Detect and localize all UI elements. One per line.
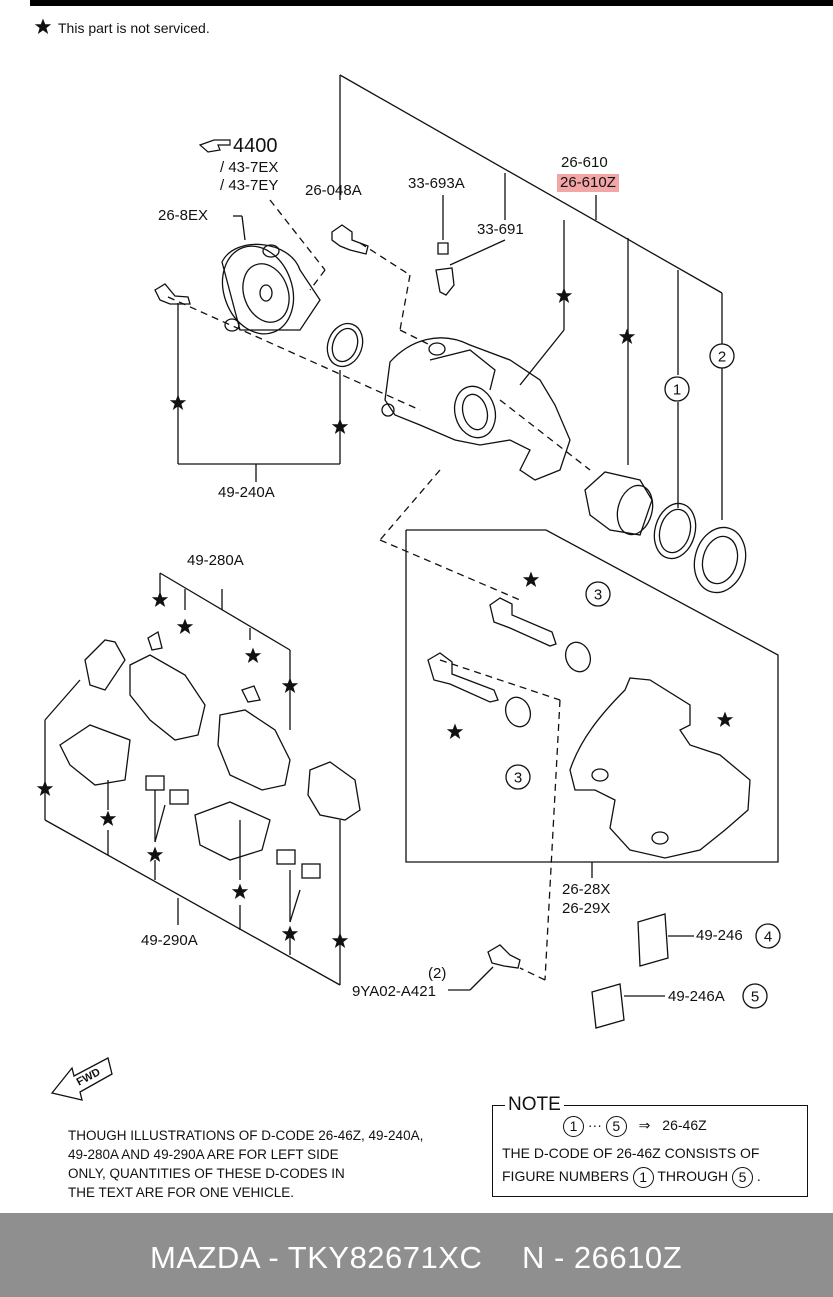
- pointing-hand-icon: [198, 139, 231, 153]
- not-serviced-note: This part is not serviced.: [58, 20, 210, 36]
- label-33-691[interactable]: 33-691: [477, 221, 524, 238]
- footer-oem-number: N - 26610Z: [522, 1240, 683, 1275]
- note-line-3: FIGURE NUMBERS 1 THROUGH 5 .: [502, 1167, 761, 1188]
- star-icon: [618, 328, 636, 344]
- top-border: [30, 0, 833, 6]
- star-icon: [151, 591, 169, 607]
- label-49-240A[interactable]: 49-240A: [218, 484, 275, 501]
- star-icon: [522, 571, 540, 587]
- star-icon: [231, 883, 249, 899]
- star-icon: [99, 810, 117, 826]
- callout-5-label: 5: [751, 989, 759, 1006]
- note-line-4: THE TEXT ARE FOR ONE VEHICLE.: [68, 1185, 295, 1200]
- callout-3: [585, 581, 611, 607]
- note-period: .: [756, 1168, 761, 1185]
- footer-bar: [0, 1213, 833, 1297]
- note-line-3: ONLY, QUANTITIES OF THESE D-CODES IN: [68, 1166, 345, 1181]
- star-icon: [34, 18, 52, 34]
- star-icon: [146, 846, 164, 862]
- note-circle-start: 1: [563, 1116, 584, 1137]
- label-bolt-qty: (2): [428, 965, 447, 982]
- callout-1: [664, 376, 690, 402]
- star-icon: [446, 723, 464, 739]
- star-icon: [244, 647, 262, 663]
- callout-1-label: 1: [673, 382, 681, 399]
- note-arrow-icon: ⇒: [638, 1117, 651, 1134]
- note-title: NOTE: [505, 1094, 564, 1116]
- label-49-246A[interactable]: 49-246A: [668, 988, 725, 1005]
- label-33-693A[interactable]: 33-693A: [408, 175, 465, 192]
- label-49-280A[interactable]: 49-280A: [187, 552, 244, 569]
- label-26-29X[interactable]: 26-29X: [562, 900, 611, 917]
- note-circle-b: 5: [732, 1167, 753, 1188]
- note-line-2: THE D-CODE OF 26-46Z CONSISTS OF: [502, 1145, 760, 1161]
- note-line-1: THOUGH ILLUSTRATIONS OF D-CODE 26-46Z, 4…: [68, 1128, 424, 1143]
- label-26-048A[interactable]: 26-048A: [305, 182, 362, 199]
- label-49-290A[interactable]: 49-290A: [141, 932, 198, 949]
- callout-3b-label: 3: [514, 770, 522, 787]
- callout-2: [709, 343, 735, 369]
- label-26-28X[interactable]: 26-28X: [562, 881, 611, 898]
- ref-sub-2: / 43-7EY: [220, 177, 279, 194]
- callout-4-label: 4: [764, 929, 772, 946]
- note-through: THROUGH: [657, 1168, 729, 1185]
- note-range-dots: ···: [587, 1117, 602, 1134]
- note-figure-numbers: FIGURE NUMBERS: [502, 1168, 629, 1185]
- ref-number: 4400: [233, 135, 278, 157]
- star-icon: [176, 618, 194, 634]
- callout-3-label: 3: [594, 587, 602, 604]
- note-range-line: 1 ··· 5 ⇒ 26-46Z: [563, 1116, 707, 1137]
- note-circle-end: 5: [605, 1116, 627, 1137]
- note-line-2: 49-280A AND 49-290A ARE FOR LEFT SIDE: [68, 1147, 339, 1162]
- label-49-246[interactable]: 49-246: [696, 927, 743, 944]
- note-box: [492, 1105, 808, 1197]
- left-side-note: THOUGH ILLUSTRATIONS OF D-CODE 26-46Z, 4…: [68, 1126, 423, 1202]
- label-26-8EX[interactable]: 26-8EX: [158, 207, 209, 224]
- note-circle-a: 1: [632, 1167, 654, 1188]
- label-26-610[interactable]: 26-610: [561, 154, 608, 171]
- fwd-label: FWD: [75, 1066, 103, 1088]
- star-icon: [716, 711, 734, 727]
- callout-5: [742, 983, 768, 1009]
- callout-3: [505, 764, 531, 790]
- label-26-610Z-highlighted[interactable]: 26-610Z: [557, 174, 619, 192]
- ref-sub-1: / 43-7EX: [220, 159, 279, 176]
- note-code: 26-46Z: [662, 1117, 707, 1134]
- footer-part-number: MAZDA - TKY82671XC: [150, 1240, 483, 1275]
- callout-4: [755, 923, 781, 949]
- label-9YA02-A421[interactable]: 9YA02-A421: [352, 983, 436, 1000]
- callout-2-label: 2: [718, 349, 726, 366]
